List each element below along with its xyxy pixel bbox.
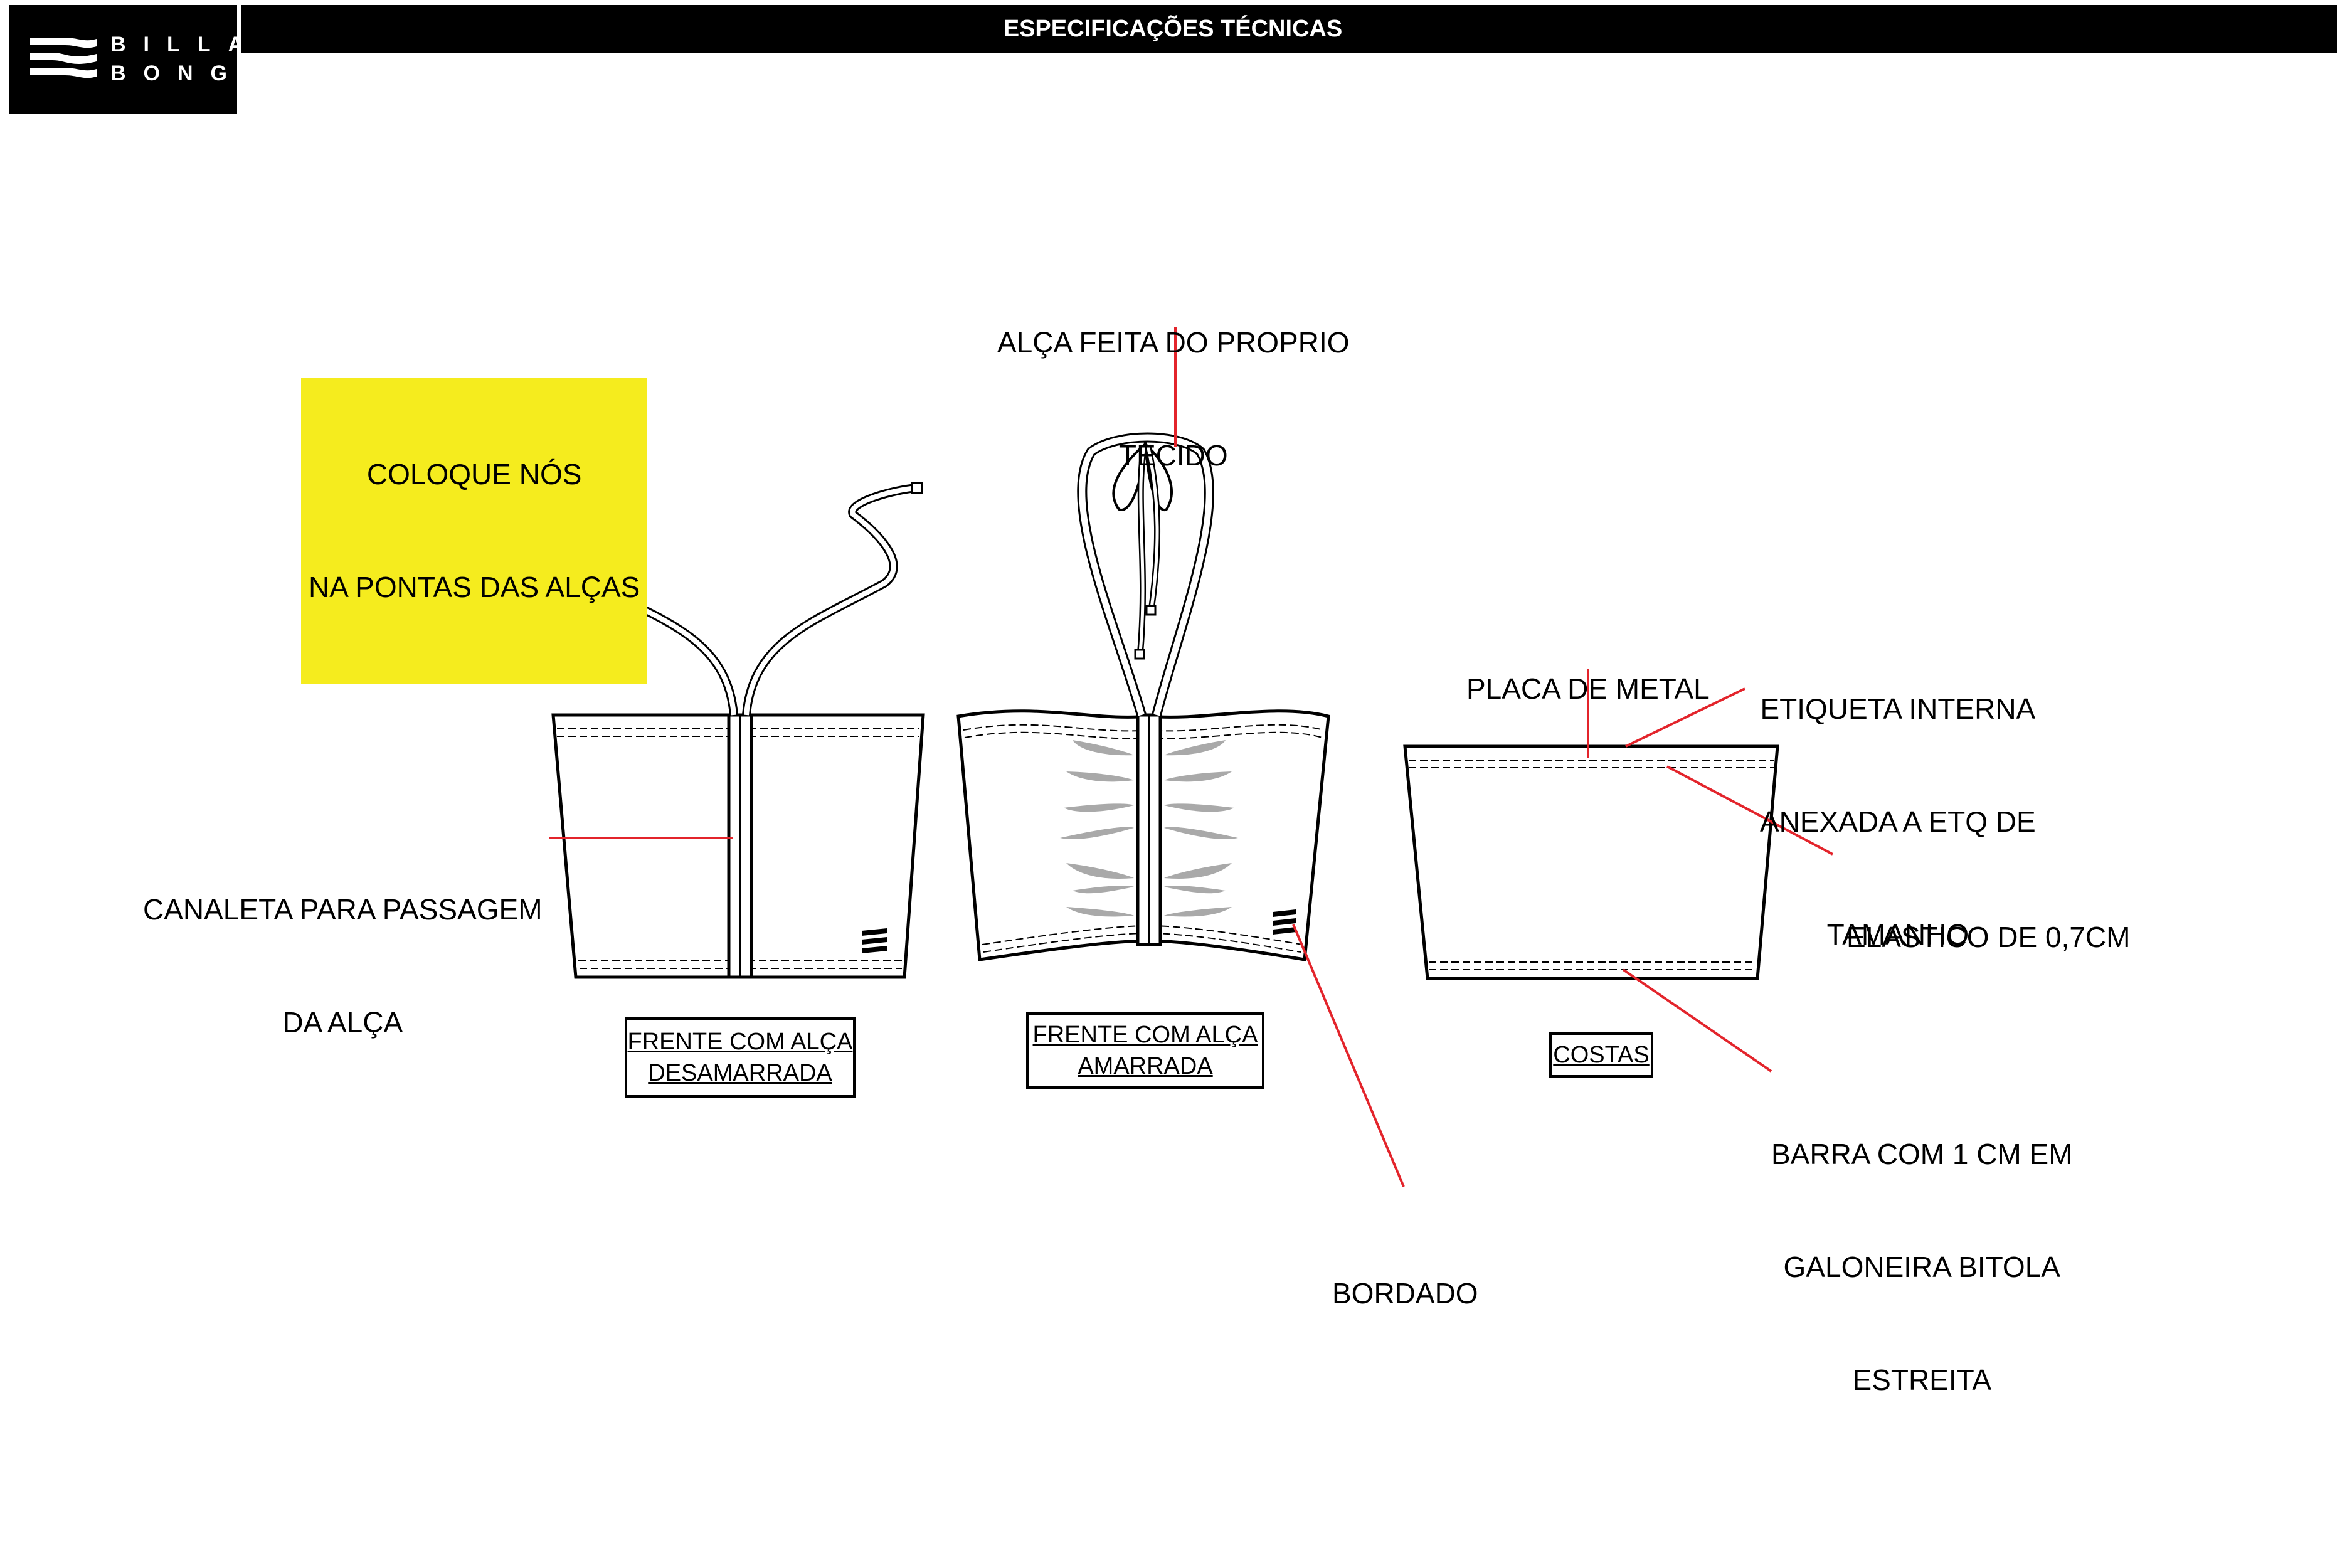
hem-line-1: BARRA COM 1 CM EM: [1771, 1138, 2073, 1170]
back-caption: COSTAS: [1549, 1032, 1653, 1078]
front-tied-caption: FRENTE COM ALÇA AMARRADA: [1026, 1012, 1264, 1089]
back-line-1: COSTAS: [1553, 1042, 1650, 1068]
back-drawing: [1403, 744, 1779, 980]
strap-line-2: TECIDO: [1118, 439, 1228, 472]
knots-line-1: COLOQUE NÓS: [366, 458, 582, 490]
brand-line-2: BONG: [110, 61, 245, 85]
front-tied-drawing: [956, 432, 1330, 961]
brand-logo: BILLA BONG: [9, 5, 262, 114]
header-bar: ESPECIFICAÇÕES TÉCNICAS: [241, 5, 2337, 53]
strap-line-1: ALÇA FEITA DO PROPRIO: [997, 326, 1350, 359]
metal-plate-line-1: PLACA DE METAL: [1466, 672, 1710, 705]
elastic-line-1: ELASTICO DE 0,7CM: [1846, 921, 2131, 953]
front-tied-line-2: AMARRADA: [1078, 1053, 1213, 1079]
inner-label-callout: ETIQUETA INTERNA ANEXADA A ETQ DE TAMANH…: [1760, 615, 2036, 1029]
page-title: ESPECIFICAÇÕES TÉCNICAS: [1003, 15, 1343, 42]
front-tied-line-1: FRENTE COM ALÇA: [1032, 1022, 1258, 1048]
elastic-callout: ELASTICO DE 0,7CM: [1846, 843, 2130, 1031]
embroidery-callout: BORDADO: [1332, 1199, 1478, 1387]
embroidered-logo-icon: [1273, 909, 1296, 935]
channel-line-1: CANALETA PARA PASSAGEM: [143, 893, 543, 926]
front-untied-line-1: FRENTE COM ALÇA: [627, 1029, 853, 1055]
hem-line-3: ESTREITA: [1852, 1364, 1992, 1396]
metal-plate-callout: PLACA DE METAL: [1466, 595, 1710, 783]
brand-wordmark: BILLA BONG: [110, 30, 262, 88]
strap-callout: ALÇA FEITA DO PROPRIO TECIDO: [997, 248, 1350, 549]
front-untied-line-2: DESAMARRADA: [648, 1060, 832, 1086]
inner-label-line-2: ANEXADA A ETQ DE: [1760, 805, 2036, 838]
front-untied-caption: FRENTE COM ALÇA DESAMARRADA: [625, 1017, 856, 1098]
hem-callout: BARRA COM 1 CM EM GALONEIRA BITOLA ESTRE…: [1771, 1060, 2073, 1474]
channel-line-2: DA ALÇA: [282, 1006, 403, 1039]
knots-line-2: NA PONTAS DAS ALÇAS: [309, 571, 640, 603]
embroidered-logo-icon: [862, 928, 887, 953]
billabong-wave-icon: [30, 38, 97, 78]
embroidery-line-1: BORDADO: [1332, 1277, 1478, 1310]
inner-label-line-3: TAMANHO: [1826, 918, 1969, 951]
brand-line-1: BILLA: [110, 33, 262, 56]
channel-callout: CANALETA PARA PASSAGEM DA ALÇA: [143, 815, 543, 1116]
hem-line-2: GALONEIRA BITOLA: [1783, 1251, 2060, 1283]
inner-label-line-1: ETIQUETA INTERNA: [1760, 692, 2036, 725]
knots-highlight: COLOQUE NÓS NA PONTAS DAS ALÇAS: [301, 378, 648, 684]
ruching-pattern: [1060, 740, 1238, 917]
knots-callout: COLOQUE NÓS NA PONTAS DAS ALÇAS: [301, 302, 648, 759]
